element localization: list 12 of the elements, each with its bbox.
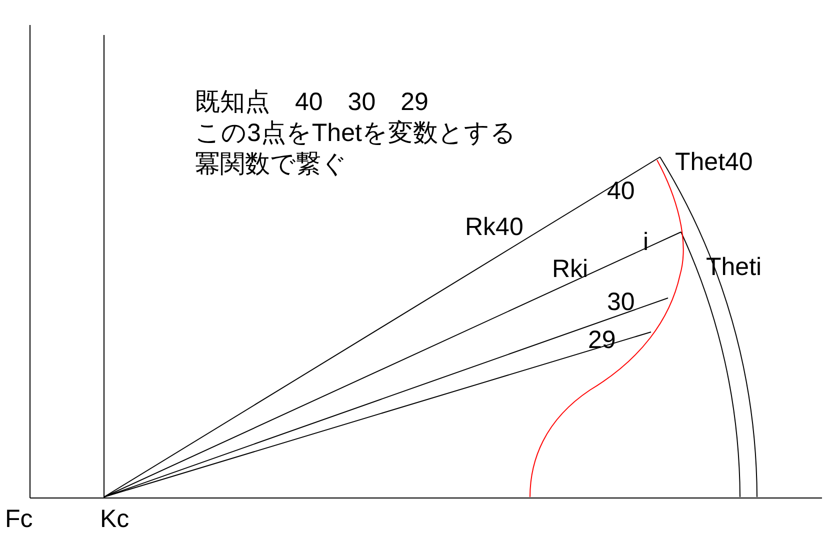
axis-label: Fc bbox=[5, 505, 33, 534]
note-text: この3点をThetを変数とする bbox=[195, 119, 516, 148]
note-text: 冪関数で繋ぐ bbox=[195, 150, 347, 179]
origin-label: Kc bbox=[100, 505, 130, 534]
point-label: 40 bbox=[607, 177, 635, 206]
angle-label: Thet40 bbox=[675, 148, 753, 177]
point-label: 29 bbox=[588, 326, 616, 355]
point-label: i bbox=[643, 228, 649, 257]
radius-label: Rki bbox=[552, 255, 588, 284]
point-label: 30 bbox=[607, 288, 635, 317]
note-text: 既知点 40 30 29 bbox=[195, 88, 428, 117]
radius-label: Rk40 bbox=[465, 213, 524, 242]
